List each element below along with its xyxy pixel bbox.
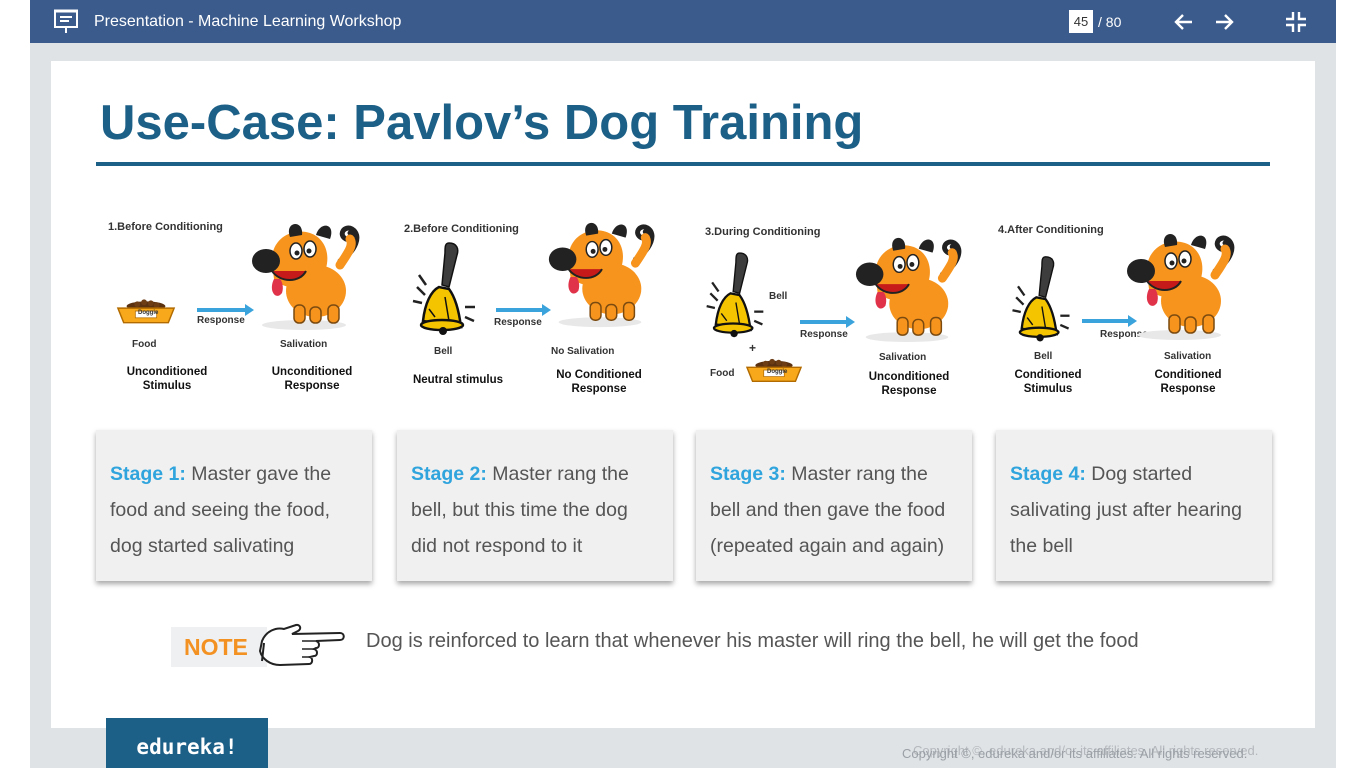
pointing-hand-icon: [258, 623, 345, 667]
response-label: Response: [1100, 329, 1148, 340]
brand-logo: edureka!: [106, 718, 268, 768]
stage-card-1: Stage 1: Master gave the food and seeing…: [96, 430, 372, 581]
phase-3-diagram: 3.During Conditioning Bell + Food Doggie…: [701, 211, 971, 401]
note-text: Dog is reinforced to learn that whenever…: [366, 630, 1139, 652]
phase-title: 1.Before Conditioning: [108, 221, 223, 233]
top-bar: Presentation - Machine Learning Workshop…: [30, 0, 1336, 43]
response-item-label: Salivation: [280, 339, 328, 350]
response-arrow: [1082, 315, 1137, 327]
phase-title: 4.After Conditioning: [998, 224, 1104, 236]
note-badge: [171, 627, 267, 667]
phase-1-diagram: 1.Before Conditioning Doggie Response Fo…: [106, 211, 366, 401]
bowl-label: Doggie: [138, 310, 159, 316]
stage-card-4: Stage 4: Dog started salivating just aft…: [996, 430, 1272, 581]
food-label: Food: [710, 368, 735, 379]
response-item-label: No Salivation: [551, 346, 615, 357]
response-item-label: Salivation: [1164, 351, 1212, 362]
stage-label: Stage 4:: [1010, 463, 1086, 485]
current-page-input[interactable]: 45: [1069, 10, 1093, 33]
phase-title: 3.During Conditioning: [705, 226, 821, 238]
plus-sign: +: [749, 341, 757, 355]
response-label: Response: [494, 317, 542, 328]
response-arrow: [496, 304, 551, 316]
response-item-label: Salivation: [879, 352, 927, 363]
arrow-left-icon[interactable]: [1172, 10, 1196, 34]
bowl-label: Doggie: [767, 369, 788, 375]
slide: Use-Case: Pavlov’s Dog Training 1.Before…: [51, 61, 1315, 728]
stage-label: Stage 3:: [710, 463, 786, 485]
bell-illustration: [1008, 255, 1074, 347]
stimulus-term: Neutral stimulus: [412, 374, 504, 386]
bell-illustration: [409, 241, 479, 341]
slide-stage: Use-Case: Pavlov’s Dog Training 1.Before…: [30, 43, 1336, 768]
phase-title: 2.Before Conditioning: [404, 223, 519, 235]
presentation-icon: [54, 9, 78, 33]
response-arrow: [800, 316, 855, 328]
stage-text: Master rang the bell and then gave the f…: [710, 463, 946, 557]
dog-salivating-illustration: [242, 221, 366, 331]
stage-card-2: Stage 2: Master rang the bell, but this …: [397, 430, 673, 581]
dog-salivating-illustration: [847, 235, 967, 343]
stimulus-item-label: Bell: [1034, 351, 1053, 362]
response-arrow: [197, 304, 254, 316]
stage-text: Master gave the food and seeing the food…: [110, 463, 332, 557]
stage-text: Master rang the bell, but this time the …: [411, 463, 629, 557]
stage-label: Stage 2:: [411, 463, 487, 485]
dog-neutral-illustration: [541, 219, 659, 329]
phase-2-diagram: 2.Before Conditioning Response Bell No S…: [401, 211, 661, 401]
note-label: NOTE: [184, 634, 248, 660]
bell-illustration: [703, 251, 767, 343]
stimulus-item-label: Food: [132, 339, 157, 350]
arrow-right-icon[interactable]: [1212, 10, 1236, 34]
stage-card-3: Stage 3: Master rang the bell and then g…: [696, 430, 972, 581]
dog-salivating-illustration: [1118, 231, 1240, 341]
title-divider: [96, 162, 1270, 166]
exit-fullscreen-icon[interactable]: [1284, 10, 1308, 34]
response-label: Response: [800, 329, 848, 340]
copyright-text: Copyright ©, edureka and/or its affiliat…: [902, 746, 1248, 761]
bell-label: Bell: [769, 291, 788, 302]
stage-label: Stage 1:: [110, 463, 186, 485]
page-total: / 80: [1098, 14, 1122, 30]
presentation-title: Presentation - Machine Learning Workshop: [94, 13, 402, 30]
phase-4-diagram: 4.After Conditioning Response Bell Saliv…: [996, 211, 1266, 401]
slide-title: Use-Case: Pavlov’s Dog Training: [100, 96, 864, 150]
response-label: Response: [197, 315, 245, 326]
copyright-ghost: Copyright ©, edureka and/or its affiliat…: [913, 743, 1259, 758]
stimulus-item-label: Bell: [434, 346, 453, 357]
stage-text: Dog started salivating just after hearin…: [1010, 463, 1242, 557]
